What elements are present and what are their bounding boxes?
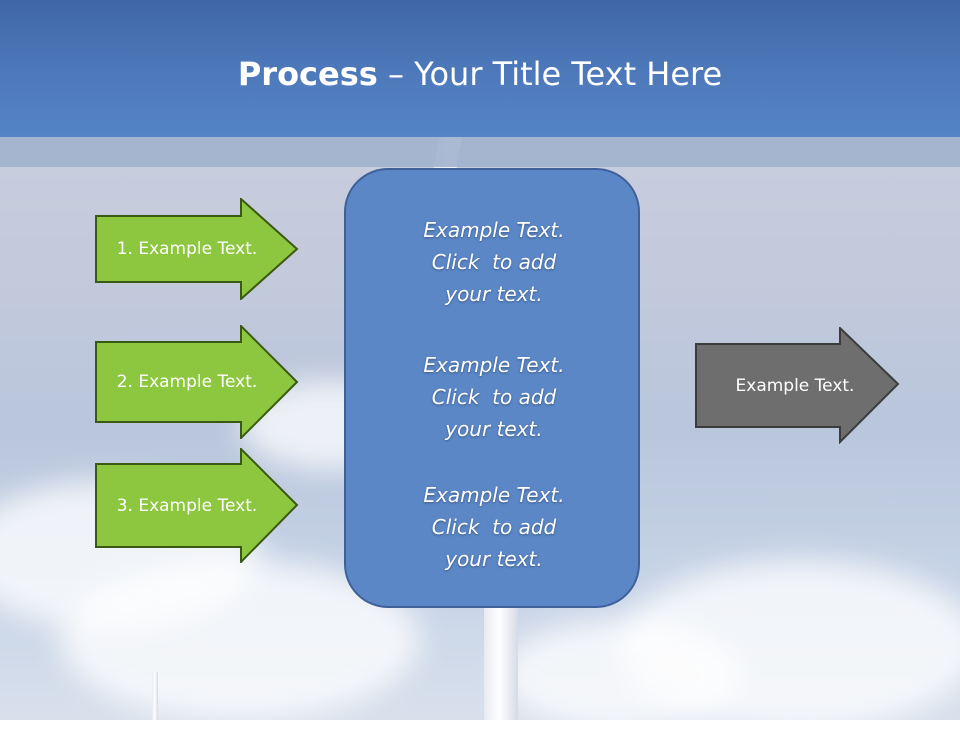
text-line: your text. [445,417,543,441]
process-text-block-3[interactable]: Example Text. Click to add your text. [346,479,642,575]
text-line: Example Text. [423,353,565,377]
arrow-shape [95,448,299,563]
text-line: your text. [445,547,543,571]
input-arrow-label: 2. Example Text. [116,372,258,392]
input-arrow-label: 3. Example Text. [116,495,258,516]
title-bar [0,0,960,137]
text-line: Example Text. [423,483,565,507]
process-panel[interactable]: Example Text. Click to add your text. Ex… [344,168,640,608]
input-arrow-2[interactable]: 2. Example Text. [95,325,299,439]
text-line: Example Text. [423,218,565,242]
input-arrow-label: 1. Example Text. [116,239,258,259]
process-text-block-1[interactable]: Example Text. Click to add your text. [346,214,642,310]
output-arrow-label: Example Text. [735,375,855,396]
text-line: Click to add [431,515,557,539]
text-line: your text. [445,282,543,306]
cloud [500,620,740,730]
text-line: Click to add [431,385,557,409]
arrow-shape [95,325,299,439]
arrow-shape [695,327,900,444]
title-rest: – Your Title Text Here [377,55,723,93]
turbine-tower [484,600,518,720]
distant-turbine [152,672,158,720]
arrow-shape [95,198,299,300]
title-underband [0,137,960,167]
text-line: Click to add [431,250,557,274]
process-text-block-2[interactable]: Example Text. Click to add your text. [346,349,642,445]
slide-title[interactable]: Process – Your Title Text Here [0,52,960,96]
input-arrow-1[interactable]: 1. Example Text. [95,198,299,300]
output-arrow[interactable]: Example Text. [695,327,900,444]
input-arrow-3[interactable]: 3. Example Text. [95,448,299,563]
title-bold: Process [237,55,378,93]
